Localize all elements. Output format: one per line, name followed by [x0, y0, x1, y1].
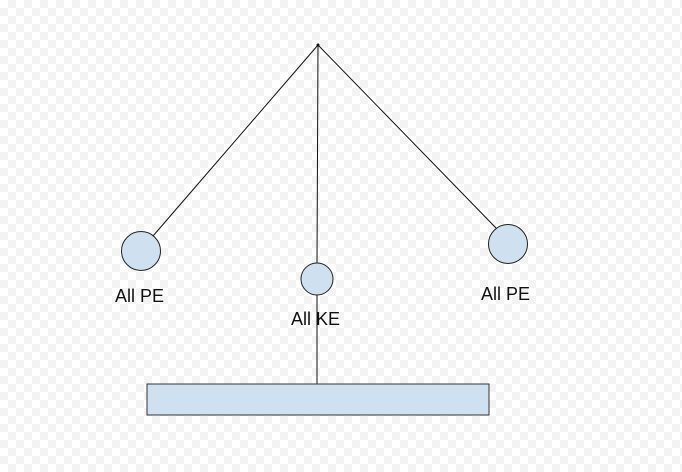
pendulum-bob-left — [121, 231, 161, 271]
label-right-bob: All PE — [481, 284, 531, 304]
platform-base — [146, 383, 490, 416]
label-left-bob: All PE — [115, 286, 165, 306]
pendulum-string-middle — [316, 44, 319, 264]
pendulum-string-right — [317, 44, 497, 229]
pivot-point — [316, 43, 320, 47]
pendulum-string-left — [152, 44, 319, 237]
pendulum-bob-right — [488, 224, 528, 264]
pendulum-bob-middle — [300, 262, 334, 296]
label-middle-bob: All KE — [291, 309, 341, 329]
